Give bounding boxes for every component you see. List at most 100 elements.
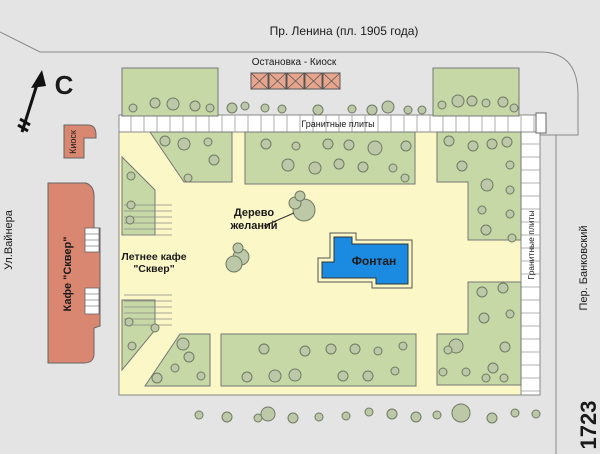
street-top-label: Пр. Ленина (пл. 1905 года) [270, 24, 419, 38]
tree-icon [343, 139, 355, 151]
tree-icon [150, 323, 160, 333]
tree-icon [497, 282, 509, 294]
tree-icon [432, 410, 442, 420]
tree-icon [260, 103, 270, 113]
tree-icon [225, 255, 243, 273]
tree-icon [480, 224, 492, 236]
kiosk-building [63, 124, 97, 159]
granite-top-label: Гранитные плиты [301, 119, 374, 129]
watermark-label: 1723 [576, 401, 600, 450]
tree-icon [417, 105, 427, 115]
tree-icon [410, 411, 422, 423]
tree-icon [357, 161, 369, 173]
tree-icon [438, 367, 448, 377]
cafe-building [47, 182, 101, 364]
tree-icon [127, 341, 137, 351]
tree-icon [381, 100, 395, 114]
cafe-steps-bottom [84, 287, 100, 315]
tree-icon [241, 371, 253, 383]
tree-icon [400, 140, 412, 152]
wish-tree-3 [294, 190, 306, 202]
north-arrow-icon [17, 70, 46, 133]
tree-icon [398, 341, 408, 351]
tree-icon [308, 161, 322, 175]
granite-right-label: Гранитные плиты [526, 210, 536, 279]
trees-group [124, 94, 541, 424]
tree-icon [501, 136, 513, 148]
tree-icon [497, 96, 509, 108]
tree-icon [386, 408, 398, 420]
tree-icon [240, 101, 250, 111]
lawn-lower-middle [220, 333, 417, 387]
tree-icon [461, 367, 471, 377]
tree-icon [126, 200, 136, 210]
summer-cafe-label-1: Летнее кафе [121, 251, 186, 263]
tree-icon [183, 351, 195, 363]
tree-icon [364, 407, 374, 417]
tree-icon [189, 100, 201, 112]
tree-icon [194, 410, 204, 420]
lawn-lower-right [436, 281, 522, 386]
tree-icon [486, 138, 498, 150]
tree-icon [487, 362, 499, 374]
kiosk-label: Киоск [68, 130, 78, 154]
tree-icon [176, 337, 190, 351]
tree-icon [149, 97, 161, 109]
lawn-lower-left [144, 333, 211, 387]
tree-icon [260, 406, 276, 422]
tree-icon [159, 135, 171, 147]
tree-icon [268, 369, 282, 383]
tree-icon [507, 233, 517, 243]
tree-icon [337, 370, 349, 382]
tree-icon [451, 403, 471, 423]
tree-icon [505, 160, 515, 170]
summer-cafe-label-2: "Сквер" [133, 263, 174, 275]
fountain-label: Фонтан [352, 254, 397, 268]
bus-stop-label: Остановка - Киоск [252, 57, 337, 68]
tree-icon [499, 373, 509, 383]
tree-icon [362, 370, 374, 382]
tree-icon [451, 94, 465, 108]
curb-line-top [0, 31, 579, 136]
tree-icon [291, 141, 301, 151]
tree-icon [277, 104, 287, 114]
tree-icon [476, 286, 488, 298]
cafe-building-label: Кафе "Сквер" [62, 237, 74, 312]
tree-icon [258, 343, 270, 355]
tree-icon [505, 309, 515, 319]
tree-icon [325, 343, 337, 355]
tree-icon [221, 411, 233, 423]
tree-icon [177, 137, 191, 151]
tree-icon [499, 341, 511, 353]
wish-tree-label-1: Дерево [234, 207, 275, 219]
tree-icon [125, 215, 135, 225]
tree-icon [477, 205, 487, 215]
tree-icon [196, 371, 206, 381]
tree-icon [208, 154, 220, 166]
street-left-label: Ул.Вайнера [3, 209, 15, 270]
granite-tiles-top [118, 114, 541, 133]
tree-icon [400, 173, 410, 183]
tree-icon [510, 408, 520, 418]
tree-icon [531, 409, 541, 419]
tree-icon [333, 158, 345, 170]
fountain-outer [317, 232, 413, 289]
tree-icon [205, 103, 215, 113]
street-right-label: Пер. Банковский [578, 225, 590, 310]
tree-icon [505, 209, 515, 219]
tree-icon [443, 345, 453, 355]
tree-icon [260, 138, 272, 150]
tree-icon [467, 140, 479, 152]
granite-tiles-right [520, 131, 541, 396]
tree-icon [367, 140, 383, 156]
tree-icon [478, 312, 490, 324]
tree-icon [281, 158, 295, 172]
tree-icon [126, 171, 136, 181]
tree-icon [390, 366, 400, 376]
tree-icon [314, 412, 324, 422]
tree-icon [466, 95, 478, 107]
tree-icon [349, 343, 361, 355]
tree-icon [388, 163, 398, 173]
tree-icon [481, 373, 491, 383]
